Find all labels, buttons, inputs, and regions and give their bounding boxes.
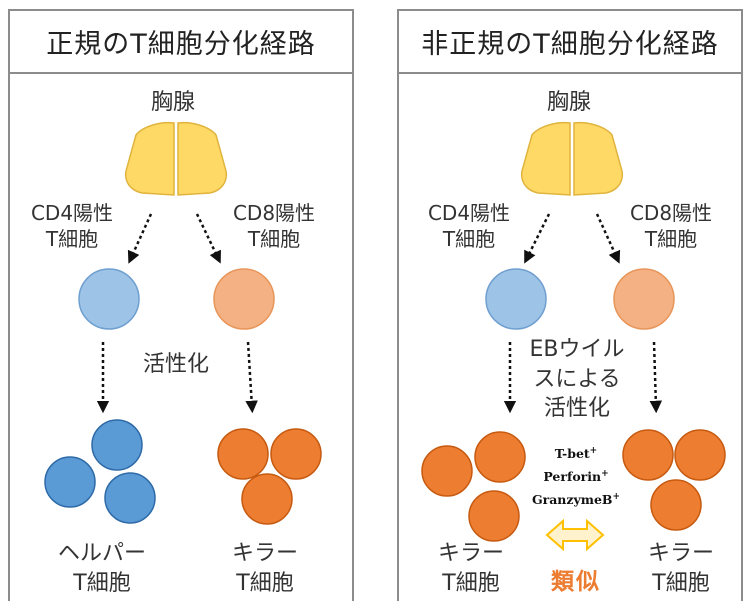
killer-t-cell bbox=[270, 428, 322, 480]
cd8-label: CD8陽性 T細胞 bbox=[629, 201, 713, 251]
activation-label: EBウイル スによる 活性化 bbox=[529, 337, 625, 422]
panel-title: 非正規のT細胞分化経路 bbox=[399, 11, 741, 74]
thymus-label: 胸腺 bbox=[150, 90, 195, 115]
cd4-label: CD4陽性 T細胞 bbox=[30, 201, 114, 251]
panel-canonical: 正規のT細胞分化経路 胸腺 CD4陽性 T細胞 CD8陽性 T細 bbox=[8, 9, 354, 601]
arrow-cd8-to-killer bbox=[649, 341, 663, 414]
helper-t-cell bbox=[91, 419, 143, 471]
cd4-t-cell bbox=[78, 268, 140, 330]
activation-label: 活性化 bbox=[142, 352, 209, 377]
killer-label: キラー T細胞 bbox=[231, 541, 298, 597]
marker-item: T-bet+ bbox=[554, 446, 598, 461]
pathway-diagram bbox=[44, 121, 322, 525]
helper-t-cell bbox=[104, 472, 156, 524]
pathway-diagram bbox=[421, 121, 726, 552]
arrow-thymus-to-cd8 bbox=[595, 213, 621, 264]
killer-t-cell bbox=[650, 479, 702, 531]
arrow-thymus-to-cd8 bbox=[195, 213, 221, 264]
arrow-thymus-to-cd4 bbox=[127, 213, 153, 264]
thymus-icon bbox=[520, 121, 624, 196]
cd4-label: CD4陽性 T細胞 bbox=[427, 201, 511, 251]
marker-item: Perforin+ bbox=[543, 468, 609, 484]
killer-label: キラー T細胞 bbox=[437, 541, 504, 597]
marker-list: T-bet+ Perforin+ GranzymeB+ bbox=[516, 443, 636, 511]
arrow-thymus-to-cd4 bbox=[524, 213, 551, 264]
killer-label: キラー T細胞 bbox=[647, 541, 714, 597]
cd4-t-cell bbox=[485, 268, 547, 330]
killer-t-cell bbox=[241, 473, 293, 525]
panel-noncanonical: 非正規のT細胞分化経路 胸腺 CD4陽性 T細胞 C bbox=[397, 9, 743, 601]
cd8-label: CD8陽性 T細胞 bbox=[232, 201, 316, 251]
killer-t-cell bbox=[217, 428, 269, 480]
panel-title: 正規のT細胞分化経路 bbox=[10, 11, 352, 74]
similarity-double-arrow bbox=[545, 518, 605, 552]
killer-t-cell bbox=[622, 429, 674, 481]
helper-t-cell bbox=[44, 456, 96, 508]
killer-t-cell bbox=[474, 431, 526, 483]
cd8-t-cell bbox=[213, 268, 275, 330]
killer-t-cell bbox=[468, 490, 520, 542]
helper-label: ヘルパー T細胞 bbox=[57, 541, 146, 597]
killer-t-cell bbox=[674, 429, 726, 481]
cd8-t-cell bbox=[613, 268, 675, 330]
marker-item: GranzymeB+ bbox=[531, 491, 621, 507]
thymus-icon bbox=[124, 121, 228, 196]
arrow-cd8-to-killer bbox=[245, 341, 258, 414]
thymus-label: 胸腺 bbox=[546, 90, 591, 115]
killer-t-cell bbox=[421, 445, 473, 497]
similar-label: 類似 bbox=[551, 569, 601, 595]
